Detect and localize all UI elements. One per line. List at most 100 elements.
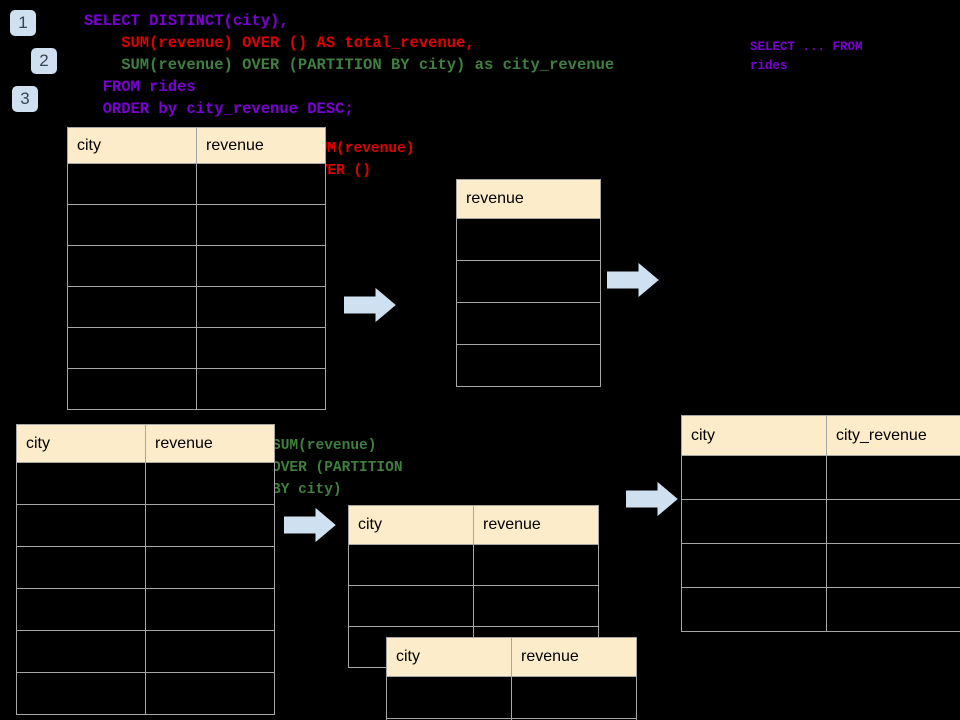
sidenote-select-from-rides: SELECT ... FROM rides xyxy=(750,40,863,73)
table-cell xyxy=(16,504,146,547)
sql-line-order-by: ORDER by city_revenue DESC; xyxy=(84,100,354,118)
table-partition-front: city revenue xyxy=(386,637,637,720)
table-cell xyxy=(16,546,146,589)
table-cell xyxy=(196,245,326,287)
column-header-city-revenue: city_revenue xyxy=(826,415,960,456)
table-total-revenue: revenue xyxy=(456,179,601,387)
table-cell xyxy=(196,204,326,246)
table-cell xyxy=(67,245,197,287)
table-cell xyxy=(511,718,637,720)
column-header-revenue: revenue xyxy=(511,637,637,677)
table-cell xyxy=(511,676,637,719)
column-header-city: city xyxy=(67,127,197,164)
arrow-rides-to-total xyxy=(343,287,396,327)
table-cell xyxy=(67,286,197,328)
table-row xyxy=(67,163,326,205)
table-cell xyxy=(196,163,326,205)
table-cell xyxy=(456,260,601,303)
table-result: city city_revenue xyxy=(681,415,960,632)
column-header-revenue: revenue xyxy=(145,424,275,463)
table-cell xyxy=(196,286,326,328)
table-row xyxy=(16,546,275,589)
table-cell xyxy=(145,630,275,673)
table-cell xyxy=(196,368,326,410)
table-cell xyxy=(348,585,474,627)
table-cell xyxy=(681,543,827,588)
step-badge-3: 3 xyxy=(12,86,38,112)
table-header-row: city revenue xyxy=(348,505,599,545)
arrow-total-to-result xyxy=(606,262,659,302)
table-row xyxy=(681,455,960,500)
sql-line-city-revenue: SUM(revenue) OVER (PARTITION BY city) as… xyxy=(84,56,615,74)
column-header-revenue: revenue xyxy=(456,179,601,219)
table-header-row: city revenue xyxy=(386,637,637,677)
table-row xyxy=(67,327,326,369)
table-header-row: city city_revenue xyxy=(681,415,960,456)
table-cell xyxy=(826,587,960,632)
table-cell xyxy=(386,676,512,719)
step-badge-2: 2 xyxy=(31,48,57,74)
table-cell xyxy=(456,344,601,387)
table-header-row: city revenue xyxy=(16,424,275,463)
table-cell xyxy=(681,455,827,500)
table-cell xyxy=(681,499,827,544)
table-cell xyxy=(16,588,146,631)
table-row xyxy=(348,544,599,586)
table-cell xyxy=(145,672,275,715)
table-row xyxy=(456,302,601,345)
table-row xyxy=(67,204,326,246)
table-cell xyxy=(473,544,599,586)
column-header-city: city xyxy=(386,637,512,677)
table-cell xyxy=(348,544,474,586)
table-cell xyxy=(16,462,146,505)
table-row xyxy=(456,218,601,261)
table-cell xyxy=(67,327,197,369)
table-cell xyxy=(826,543,960,588)
table-row xyxy=(67,368,326,410)
table-cell xyxy=(826,455,960,500)
table-cell xyxy=(196,327,326,369)
table-partition-back: city revenue xyxy=(348,505,599,668)
sql-line-select-distinct: SELECT DISTINCT(city), xyxy=(84,12,289,30)
arrow-partition-to-result xyxy=(625,481,678,521)
table-cell xyxy=(16,672,146,715)
table-row xyxy=(67,245,326,287)
table-row xyxy=(681,587,960,632)
table-cell xyxy=(145,462,275,505)
table-row xyxy=(16,462,275,505)
table-cell xyxy=(456,302,601,345)
table-cell xyxy=(16,630,146,673)
sql-line-from-rides: FROM rides xyxy=(84,78,196,96)
table-row xyxy=(681,543,960,588)
table-cell xyxy=(473,585,599,627)
table-cell xyxy=(145,546,275,589)
table-row xyxy=(67,286,326,328)
table-cell xyxy=(145,588,275,631)
table-row xyxy=(681,499,960,544)
sql-line-total-revenue: SUM(revenue) OVER () AS total_revenue, xyxy=(84,34,475,52)
annotation-sum-over-partition: SUM(revenue) OVER (PARTITION BY city) xyxy=(272,438,403,498)
table-cell xyxy=(145,504,275,547)
table-cell xyxy=(67,163,197,205)
column-header-city: city xyxy=(348,505,474,545)
table-cell xyxy=(456,218,601,261)
table-cell xyxy=(67,368,197,410)
column-header-revenue: revenue xyxy=(473,505,599,545)
table-row xyxy=(16,504,275,547)
column-header-revenue: revenue xyxy=(196,127,326,164)
table-cell xyxy=(681,587,827,632)
table-row xyxy=(456,344,601,387)
table-cell xyxy=(826,499,960,544)
table-row xyxy=(348,585,599,627)
table-row xyxy=(386,676,637,719)
column-header-city: city xyxy=(16,424,146,463)
arrow-rides-to-partition xyxy=(283,507,336,547)
table-row xyxy=(16,672,275,715)
table-rides-top: city revenue xyxy=(67,127,326,410)
table-row xyxy=(16,630,275,673)
table-row xyxy=(16,588,275,631)
table-rides-bottom: city revenue xyxy=(16,424,275,715)
column-header-city: city xyxy=(681,415,827,456)
step-badge-1: 1 xyxy=(10,10,36,36)
